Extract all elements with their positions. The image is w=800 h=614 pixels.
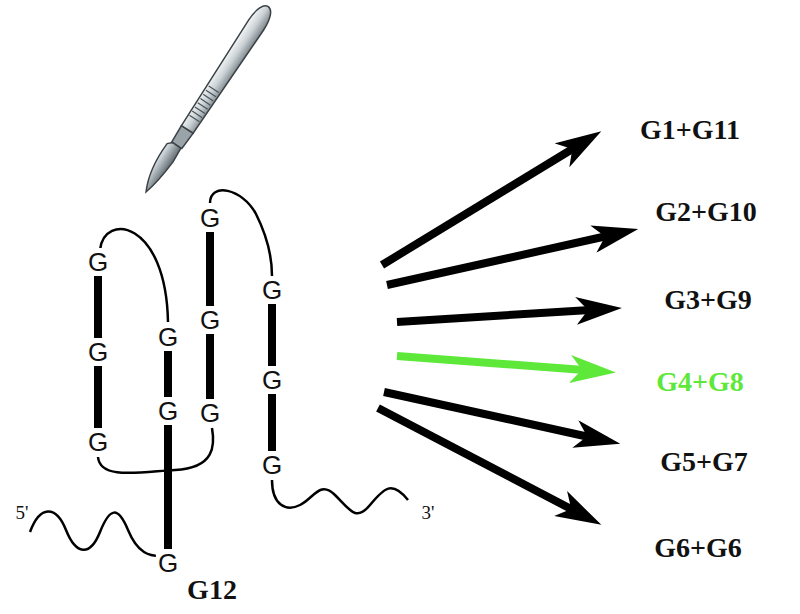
guanine: G: [156, 323, 180, 351]
strand-end: 3': [422, 503, 435, 522]
guanine: G: [260, 451, 284, 479]
guanine: G: [260, 366, 284, 394]
product-label: G5+G7: [660, 448, 748, 476]
guanine: G: [198, 399, 222, 427]
product-label: G3+G9: [664, 286, 752, 314]
guanine: G: [198, 204, 222, 232]
guanine: G: [86, 338, 110, 366]
product-label: G6+G6: [654, 534, 742, 562]
cleavage-arrows: [378, 148, 607, 510]
product-label: G1+G11: [640, 116, 740, 144]
dna-strand: [30, 190, 408, 556]
guanine: G: [260, 276, 284, 304]
guanine: G: [156, 549, 180, 577]
guanine: G: [86, 428, 110, 456]
guanine: G: [156, 397, 180, 425]
product-label: G2+G10: [655, 198, 757, 226]
strand-end: 5': [16, 503, 29, 522]
guanine: G: [198, 306, 222, 334]
scalpel: [138, 2, 275, 197]
product-label: G4+G8: [656, 368, 744, 396]
guanine: G: [86, 248, 110, 276]
hoogsteen-bars: [98, 231, 272, 550]
sequence-name: G12: [187, 576, 237, 604]
